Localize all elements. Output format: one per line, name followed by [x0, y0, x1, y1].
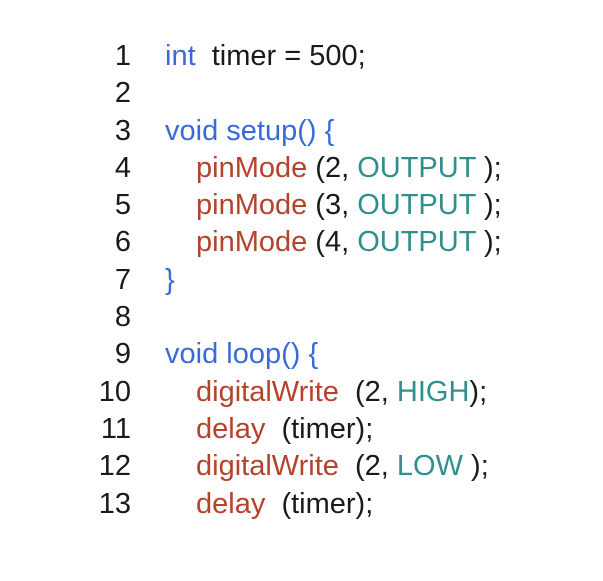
code-token-function: pinMode	[196, 189, 308, 222]
line-number: 2	[114, 77, 131, 110]
code-token-plain: );	[462, 450, 489, 483]
code-line: 13 delay (timer);	[0, 486, 603, 523]
code-token-function: delay	[196, 487, 266, 520]
line-code: }	[165, 262, 175, 299]
line-number: 1	[114, 40, 131, 72]
code-line: 11 delay (timer);	[0, 411, 603, 448]
line-number: 12	[98, 450, 131, 483]
code-token-keyword: }	[165, 263, 175, 296]
line-number: 11	[100, 412, 131, 445]
code-token-function: digitalWrite	[196, 375, 339, 408]
line-number: 6	[114, 226, 131, 259]
line-code: pinMode (3, OUTPUT );	[196, 187, 502, 224]
code-token-plain: (2,	[307, 151, 358, 184]
code-token-plain: (2,	[338, 375, 397, 408]
code-line: 7}	[0, 262, 603, 299]
code-token-plain: timer = 500;	[195, 40, 366, 72]
code-token-plain: (3,	[307, 189, 358, 222]
line-code: void loop() {	[165, 336, 318, 373]
code-listing: 1 int timer = 500; 2 3 void setup() { 4 pinMod…	[0, 38, 603, 523]
code-token-plain: );	[469, 375, 488, 408]
code-line: 2	[0, 75, 603, 112]
code-token-keyword: void loop() {	[165, 338, 319, 371]
line-code: int timer = 500;	[165, 38, 366, 75]
code-token-constant: LOW	[396, 450, 463, 483]
line-code: pinMode (2, OUTPUT );	[196, 150, 502, 187]
line-code: delay (timer);	[196, 486, 373, 523]
line-number: 10	[98, 375, 131, 408]
code-token-constant: OUTPUT	[357, 226, 476, 259]
code-token-plain: (4,	[307, 226, 358, 259]
line-number: 13	[98, 487, 131, 520]
line-number: 5	[114, 189, 131, 222]
code-token-plain: (timer);	[265, 412, 374, 445]
code-line: 5 pinMode (3, OUTPUT );	[0, 187, 603, 224]
code-token-constant: HIGH	[396, 375, 470, 408]
code-line: 3 void setup() {	[0, 113, 603, 150]
code-token-plain: );	[475, 189, 502, 222]
line-code: digitalWrite (2, HIGH);	[196, 374, 487, 411]
code-token-function: pinMode	[196, 226, 308, 259]
code-line: 9 void loop() {	[0, 336, 603, 373]
code-token-keyword: int	[165, 40, 196, 72]
code-token-constant: OUTPUT	[357, 189, 476, 222]
code-line: 10 digitalWrite (2, HIGH);	[0, 374, 603, 411]
code-token-function: delay	[196, 412, 266, 445]
line-code: delay (timer);	[196, 411, 373, 448]
code-token-plain: (2,	[338, 450, 397, 483]
code-token-plain: );	[475, 151, 502, 184]
line-code: pinMode (4, OUTPUT );	[196, 224, 502, 261]
code-line: 8	[0, 299, 603, 336]
code-token-keyword: void setup() {	[165, 114, 335, 147]
line-code: digitalWrite (2, LOW );	[196, 448, 489, 485]
code-token-function: digitalWrite	[196, 450, 339, 483]
code-token-plain: (timer);	[265, 487, 374, 520]
line-number: 7	[114, 263, 131, 296]
line-number: 3	[114, 114, 131, 147]
code-line: 4 pinMode (2, OUTPUT );	[0, 150, 603, 187]
code-token-function: pinMode	[196, 151, 308, 184]
code-line: 12 digitalWrite (2, LOW );	[0, 448, 603, 485]
code-line: 6 pinMode (4, OUTPUT );	[0, 224, 603, 261]
code-token-constant: OUTPUT	[357, 151, 476, 184]
line-code: void setup() {	[165, 113, 334, 150]
line-number: 4	[114, 151, 131, 184]
code-token-plain: );	[475, 226, 502, 259]
line-number: 8	[114, 301, 131, 334]
line-number: 9	[114, 338, 131, 371]
code-line: 1 int timer = 500;	[0, 38, 603, 75]
